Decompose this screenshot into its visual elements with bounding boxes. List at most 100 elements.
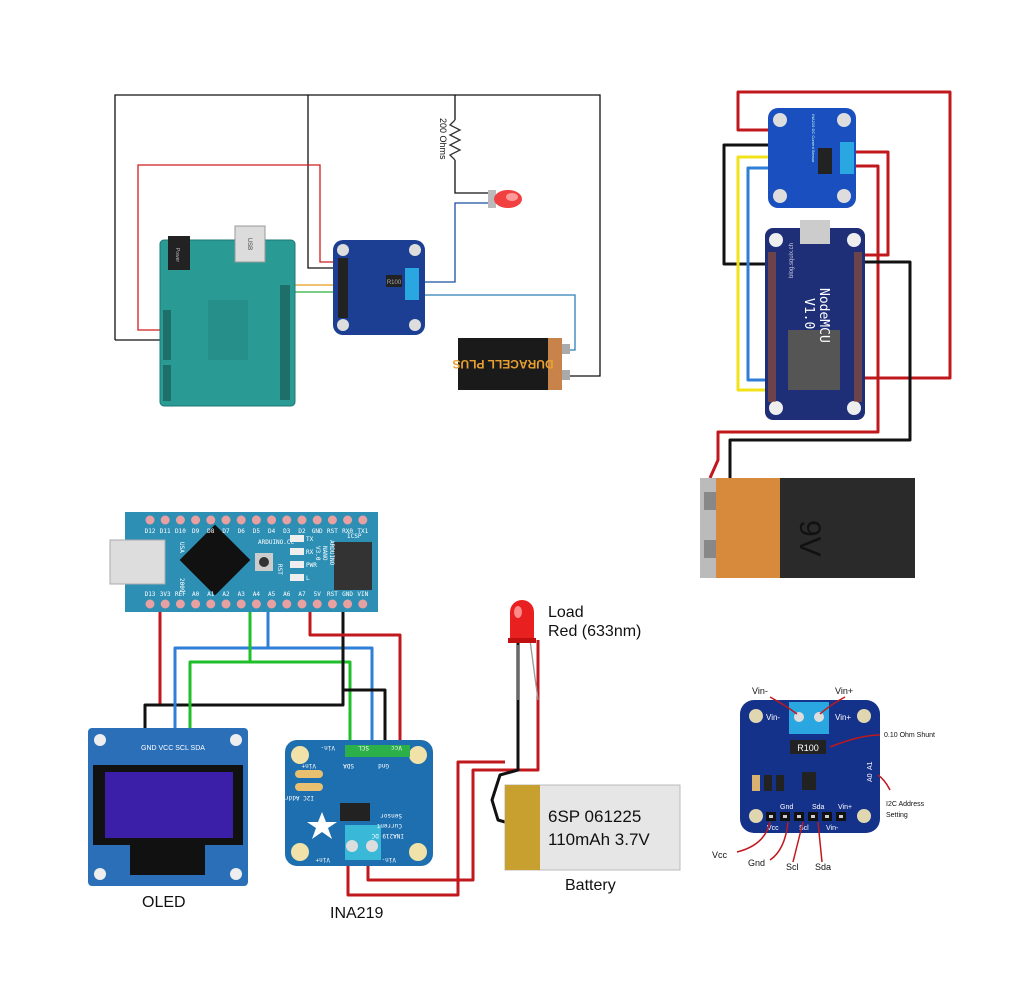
led-pwr: PWR [306,562,317,569]
nano-pin [358,599,368,609]
callout-address-2: Setting [886,812,908,819]
nano-pin-label: D8 [207,528,215,535]
callout-scl: Scl [786,862,799,872]
nano-pin-label: 5V [314,591,322,598]
callout-vin-minus: Vin- [752,686,768,696]
wire-blue-scl-ina [268,646,374,748]
wire-resistor-led [454,160,490,194]
wire-black-main [114,94,601,377]
wire-green-sda-oled [188,605,252,740]
ina-bottom-vin-minus: Vin- [382,856,396,863]
led-leg-anode [529,639,539,701]
nano-pin-label: A7 [298,591,306,598]
header-pin-contact [797,815,801,818]
pad-a0: A0 [867,773,874,782]
wire-led-ina [425,202,490,283]
battery-9v-label: 9V [793,520,826,557]
nano-pin-label: D12 [145,528,156,535]
duracell-9v-battery: DURACELL PLUS [452,338,570,390]
nano-pin-label: D3 [283,528,291,535]
battery-line1: 6SP 061225 [548,807,641,826]
wire-red-vin-minus [848,150,890,257]
nano-rst: RST [276,564,283,575]
nano-pin-label: GND [312,528,323,535]
ina219-pinout: R100 Vin- Vin+ A0 A1 Gnd Sda Vin+ Vcc Sc… [712,686,935,872]
pad-a1: A1 [867,761,874,770]
nano-pin-label: A6 [283,591,291,598]
wire-green-sda-ina [250,660,352,748]
header-pin-contact [811,815,815,818]
callout-gnd: Gnd [748,858,765,868]
wire-black-battery [728,260,912,478]
nano-pin-label: D7 [222,528,230,535]
nano-model-1: ARDUINO [328,540,335,566]
ina219-board-top-left: R100 [333,240,425,335]
ina-pin-vin-minus: Vin- [321,744,335,751]
nano-model-2: NANO [321,546,328,561]
nodemcu-title: NodeMCU [816,288,831,343]
ina219-board-top-right: INA219 DC Current Sensor [768,108,856,208]
duracell-label: DURACELL PLUS [452,357,553,371]
wire-blue-scl-oled [173,605,270,740]
nano-pin [282,515,292,525]
nano-usa: USA [178,542,185,553]
resistor-label: 200 Ohms [438,118,448,160]
oled-pin-labels: GND VCC SCL SDA [141,745,205,752]
callout-sda: Sda [815,862,831,872]
wire-yellow-scl [736,155,775,392]
uno-power-label: Power [174,248,180,263]
battery-label: Battery [565,877,616,894]
wire-red-vinplus [346,760,505,897]
nano-pin [251,599,261,609]
nano-pin [236,599,246,609]
wire-black-gnd-ina [341,605,387,748]
nano-pin [145,599,155,609]
ina-pin-vcc: Vcc [391,744,402,751]
nano-pin-label: A1 [207,591,215,598]
nano-pin [191,515,201,525]
wire-black-gnd-tr [722,143,775,266]
ina-i2c-label: I2C Address [274,794,314,801]
ina-title-3: Sensor [380,812,402,819]
nano-pin-label: RX0 [342,528,353,535]
nano-pin-label: 3V3 [160,591,171,598]
nano-pin-label: D13 [145,591,156,598]
nano-pin [251,515,261,525]
nano-pin-label: A4 [253,591,261,598]
nano-pin-label: D4 [268,528,276,535]
ina-pin-vin-plus: Vin+ [301,762,316,769]
board-vin-minus: Vin- [766,713,780,722]
nano-pin [206,599,216,609]
ina219-board-bottom-left: Vin- SDA SCL Gnd Vcc Vin+ I2C Address IN… [274,740,433,866]
nano-pin [312,599,322,609]
ina-pin-gnd: Gnd [378,762,389,769]
load-led-icon [508,600,536,643]
callout-arrows [736,696,891,863]
led-l: L [306,575,310,582]
ina-title-tr: INA219 DC Current Sensor [811,114,816,163]
nano-pin [358,515,368,525]
ina-bottom-vin-plus: Vin+ [315,856,330,863]
ina-title-2: Current [376,822,402,829]
callout-shunt: 0.10 Ohm Shunt [884,732,935,739]
header-sda: Sda [812,804,825,811]
nano-pin-label: VIN [357,591,368,598]
nano-pin-label: A5 [268,591,276,598]
resistor-icon [448,119,462,161]
nodemcu-version: V1.0 [801,298,816,329]
battery-9v: 9V [700,478,915,578]
nano-pin-label: D9 [192,528,200,535]
adafruit-star-icon [307,812,337,839]
header-gnd: Gnd [780,804,793,811]
nano-pin-label: D6 [238,528,246,535]
header-vin-plus: Vin+ [838,804,852,811]
nano-pin [327,599,337,609]
nano-pin-label: D2 [298,528,306,535]
nano-pin [191,599,201,609]
led-red-icon [488,190,522,208]
wire-red-5v-ina [308,605,402,748]
load-label: Load [548,604,584,621]
